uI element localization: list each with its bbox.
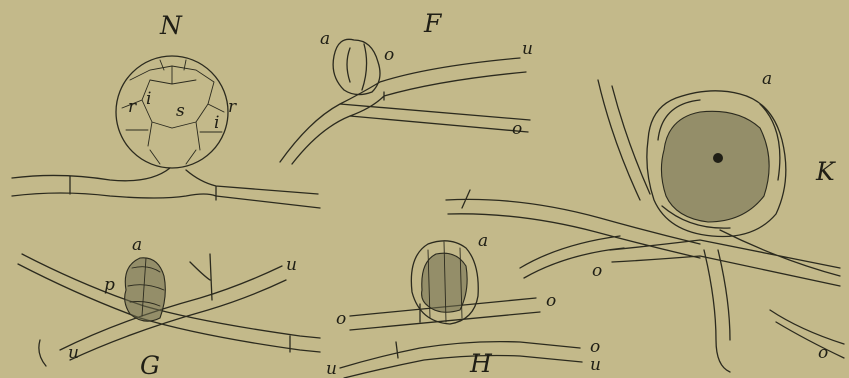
figure-n-part-s: s [176,101,185,121]
figure-h-part-o-lower: o [590,337,600,357]
figure-f-part-o-bottom: o [512,119,522,139]
figure-n-part-i-right: i [214,113,219,133]
figure-h-part-u-right: u [590,355,601,375]
figure-h-part-o-right: o [546,291,556,311]
figure-f-part-a: a [320,29,330,49]
figure-h-part-u-left: u [326,359,337,378]
figure-k-part-o-left: o [592,261,602,281]
figure-k-hyphae [446,80,844,372]
figure-f-part-o-top: o [384,45,394,65]
figure-n-cells [122,60,224,164]
figure-k-organ-fill [661,111,769,222]
figure-h: H a o o o u u [326,231,601,378]
figure-g-hyphae [18,254,320,366]
figure-h-part-o-left: o [336,309,346,329]
figure-k-part-a: a [762,69,772,89]
figure-g-part-u-left: u [68,343,79,363]
figure-g-label: G [140,351,160,378]
figure-h-part-a: a [478,231,488,251]
figure-h-label: H [469,349,493,378]
figure-k-label: K [815,157,836,186]
figure-f-hyphae [280,58,530,164]
figure-k-part-o-right: o [818,343,828,363]
figure-g-part-p: p [104,275,115,295]
figure-f-part-u: u [522,39,533,59]
figure-n-hypha [12,168,320,208]
figure-n-part-r-left: r [128,97,137,117]
figure-f: F a o u o [280,9,533,164]
figure-k-nucleus [713,153,723,163]
figure-n: N r i s i r [12,11,320,208]
figure-f-label: F [423,9,443,38]
figure-k: K a o o [446,69,844,372]
figure-n-label: N [159,11,183,40]
figure-n-part-r-right: r [228,97,237,117]
figure-n-part-i-left: i [146,89,151,109]
figure-g-part-u-right: u [286,255,297,275]
figure-g-part-a: a [132,235,142,255]
figure-g: G a p u u [18,235,320,378]
